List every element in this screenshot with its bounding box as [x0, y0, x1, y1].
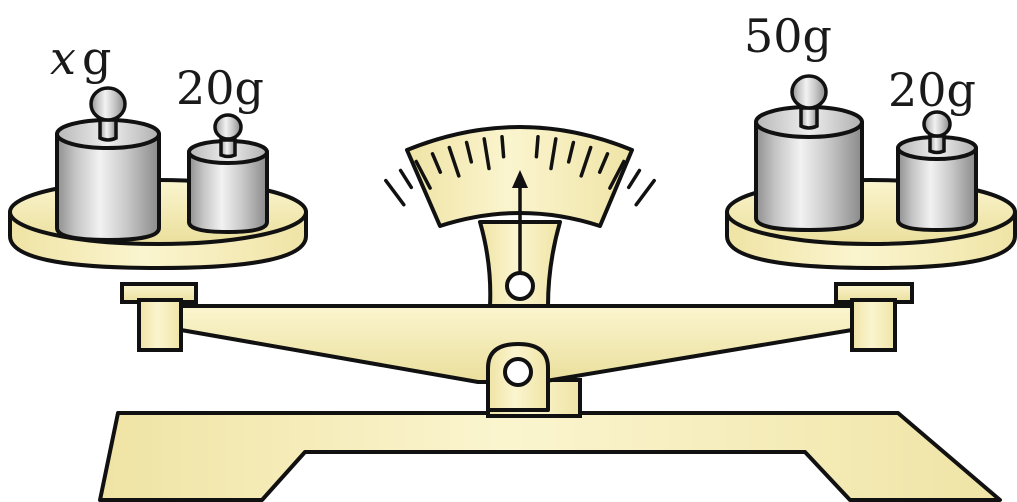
dial-tick — [482, 137, 491, 171]
weight-20g-left — [187, 113, 269, 234]
pointer-needle — [512, 170, 528, 272]
weight-50g — [754, 74, 864, 232]
label-20g-right: 20g — [888, 63, 976, 117]
dial-tick — [549, 137, 558, 171]
dial-tick — [464, 140, 474, 164]
dial-tick — [579, 145, 593, 178]
label-20g-left: 20g — [176, 61, 264, 115]
weight-x-grams — [55, 86, 161, 242]
left-pan-support — [120, 282, 198, 352]
dial-tick — [500, 134, 506, 159]
dial-tick — [414, 159, 432, 190]
dial-tick — [597, 152, 610, 174]
dial-tick — [398, 168, 414, 190]
dial-tick — [634, 178, 656, 207]
dial-tick — [626, 168, 642, 190]
pointer-pivot-hole — [505, 271, 535, 301]
dial-tick — [447, 145, 461, 178]
dial-tick — [384, 178, 406, 207]
dial-tick — [608, 159, 626, 190]
dial-ticks — [384, 134, 656, 207]
dial-tick — [566, 140, 576, 164]
pivot-bracket — [486, 342, 550, 412]
dial-tick — [430, 152, 443, 174]
scale-base — [98, 411, 1002, 502]
pivot-hole — [503, 357, 533, 387]
dial-tick — [534, 134, 540, 159]
label-50g: 50g — [744, 9, 832, 63]
weight-20g-right — [896, 110, 978, 232]
label-x-variable: x — [50, 31, 76, 85]
label-x-unit: g — [82, 31, 111, 85]
